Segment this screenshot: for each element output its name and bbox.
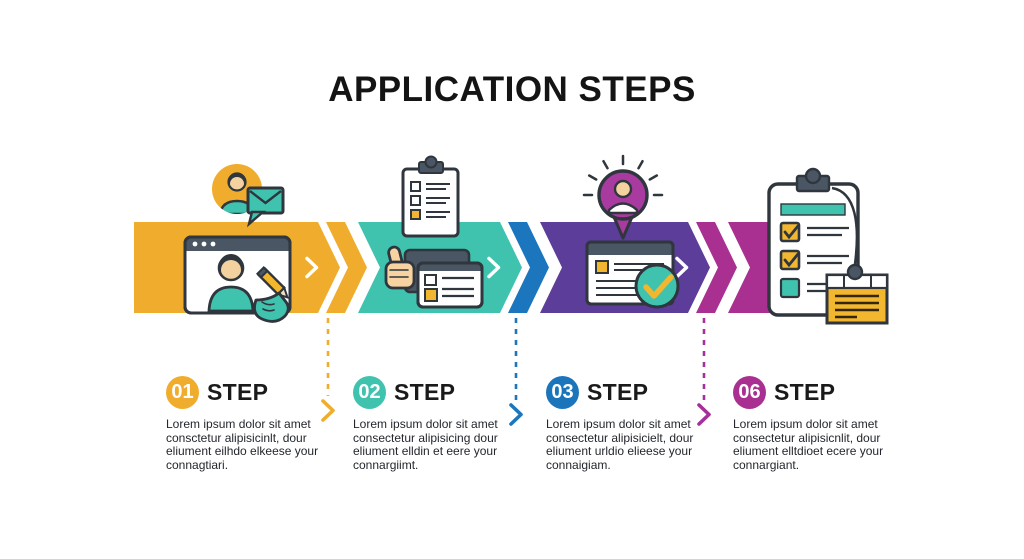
chevron-tick-icon [305, 256, 319, 279]
connector-arrow-icon [697, 403, 711, 426]
connector-arrow-icon [509, 403, 523, 426]
step-number-badge: 02 [353, 376, 386, 409]
chevron-tick-icon [487, 256, 501, 279]
step-description: Lorem ipsum dolor sit amet consctetur al… [166, 417, 319, 472]
checklist-report-icon [767, 167, 889, 325]
approved-window-icon [585, 240, 680, 309]
step-item-2: 02 STEP Lorem ipsum dolor sit amet conse… [353, 376, 535, 472]
step-number: 03 [551, 381, 574, 403]
user-message-icon [212, 164, 285, 228]
step-label: STEP [207, 379, 269, 405]
band-separator-1 [326, 222, 367, 313]
step-description: Lorem ipsum dolor sit amet consectetur a… [733, 417, 884, 472]
chevron-tick-icon [675, 256, 689, 279]
step-label: STEP [587, 379, 649, 405]
step-label: STEP [394, 379, 456, 405]
step-number-badge: 06 [733, 376, 766, 409]
documents-thumbs-up-icon [384, 245, 484, 309]
band-separator-2 [508, 222, 549, 313]
connector-arrow-icon [321, 399, 335, 422]
page-title: APPLICATION STEPS [328, 70, 696, 109]
step-item-1: 01 STEP Lorem ipsum dolor sit amet consc… [166, 376, 348, 472]
user-pin-icon [582, 154, 664, 240]
step-number: 02 [358, 381, 381, 403]
profile-form-icon [183, 235, 292, 323]
step-item-3: 03 STEP Lorem ipsum dolor sit amet conse… [546, 376, 728, 472]
checklist-clipboard-icon [401, 155, 460, 238]
step-number-badge: 01 [166, 376, 199, 409]
connector-step-3 [697, 318, 711, 426]
step-label: STEP [774, 379, 836, 405]
connector-step-1 [321, 318, 335, 422]
connector-step-2 [509, 318, 523, 426]
step-description: Lorem ipsum dolor sit amet consectetur a… [353, 417, 498, 472]
step-item-4: 06 STEP Lorem ipsum dolor sit amet conse… [733, 376, 915, 472]
band-separator-3 [696, 222, 737, 313]
step-number: 01 [171, 381, 194, 403]
step-number-badge: 03 [546, 376, 579, 409]
step-number: 06 [738, 381, 761, 403]
step-description: Lorem ipsum dolor sit amet consectetur a… [546, 417, 694, 472]
